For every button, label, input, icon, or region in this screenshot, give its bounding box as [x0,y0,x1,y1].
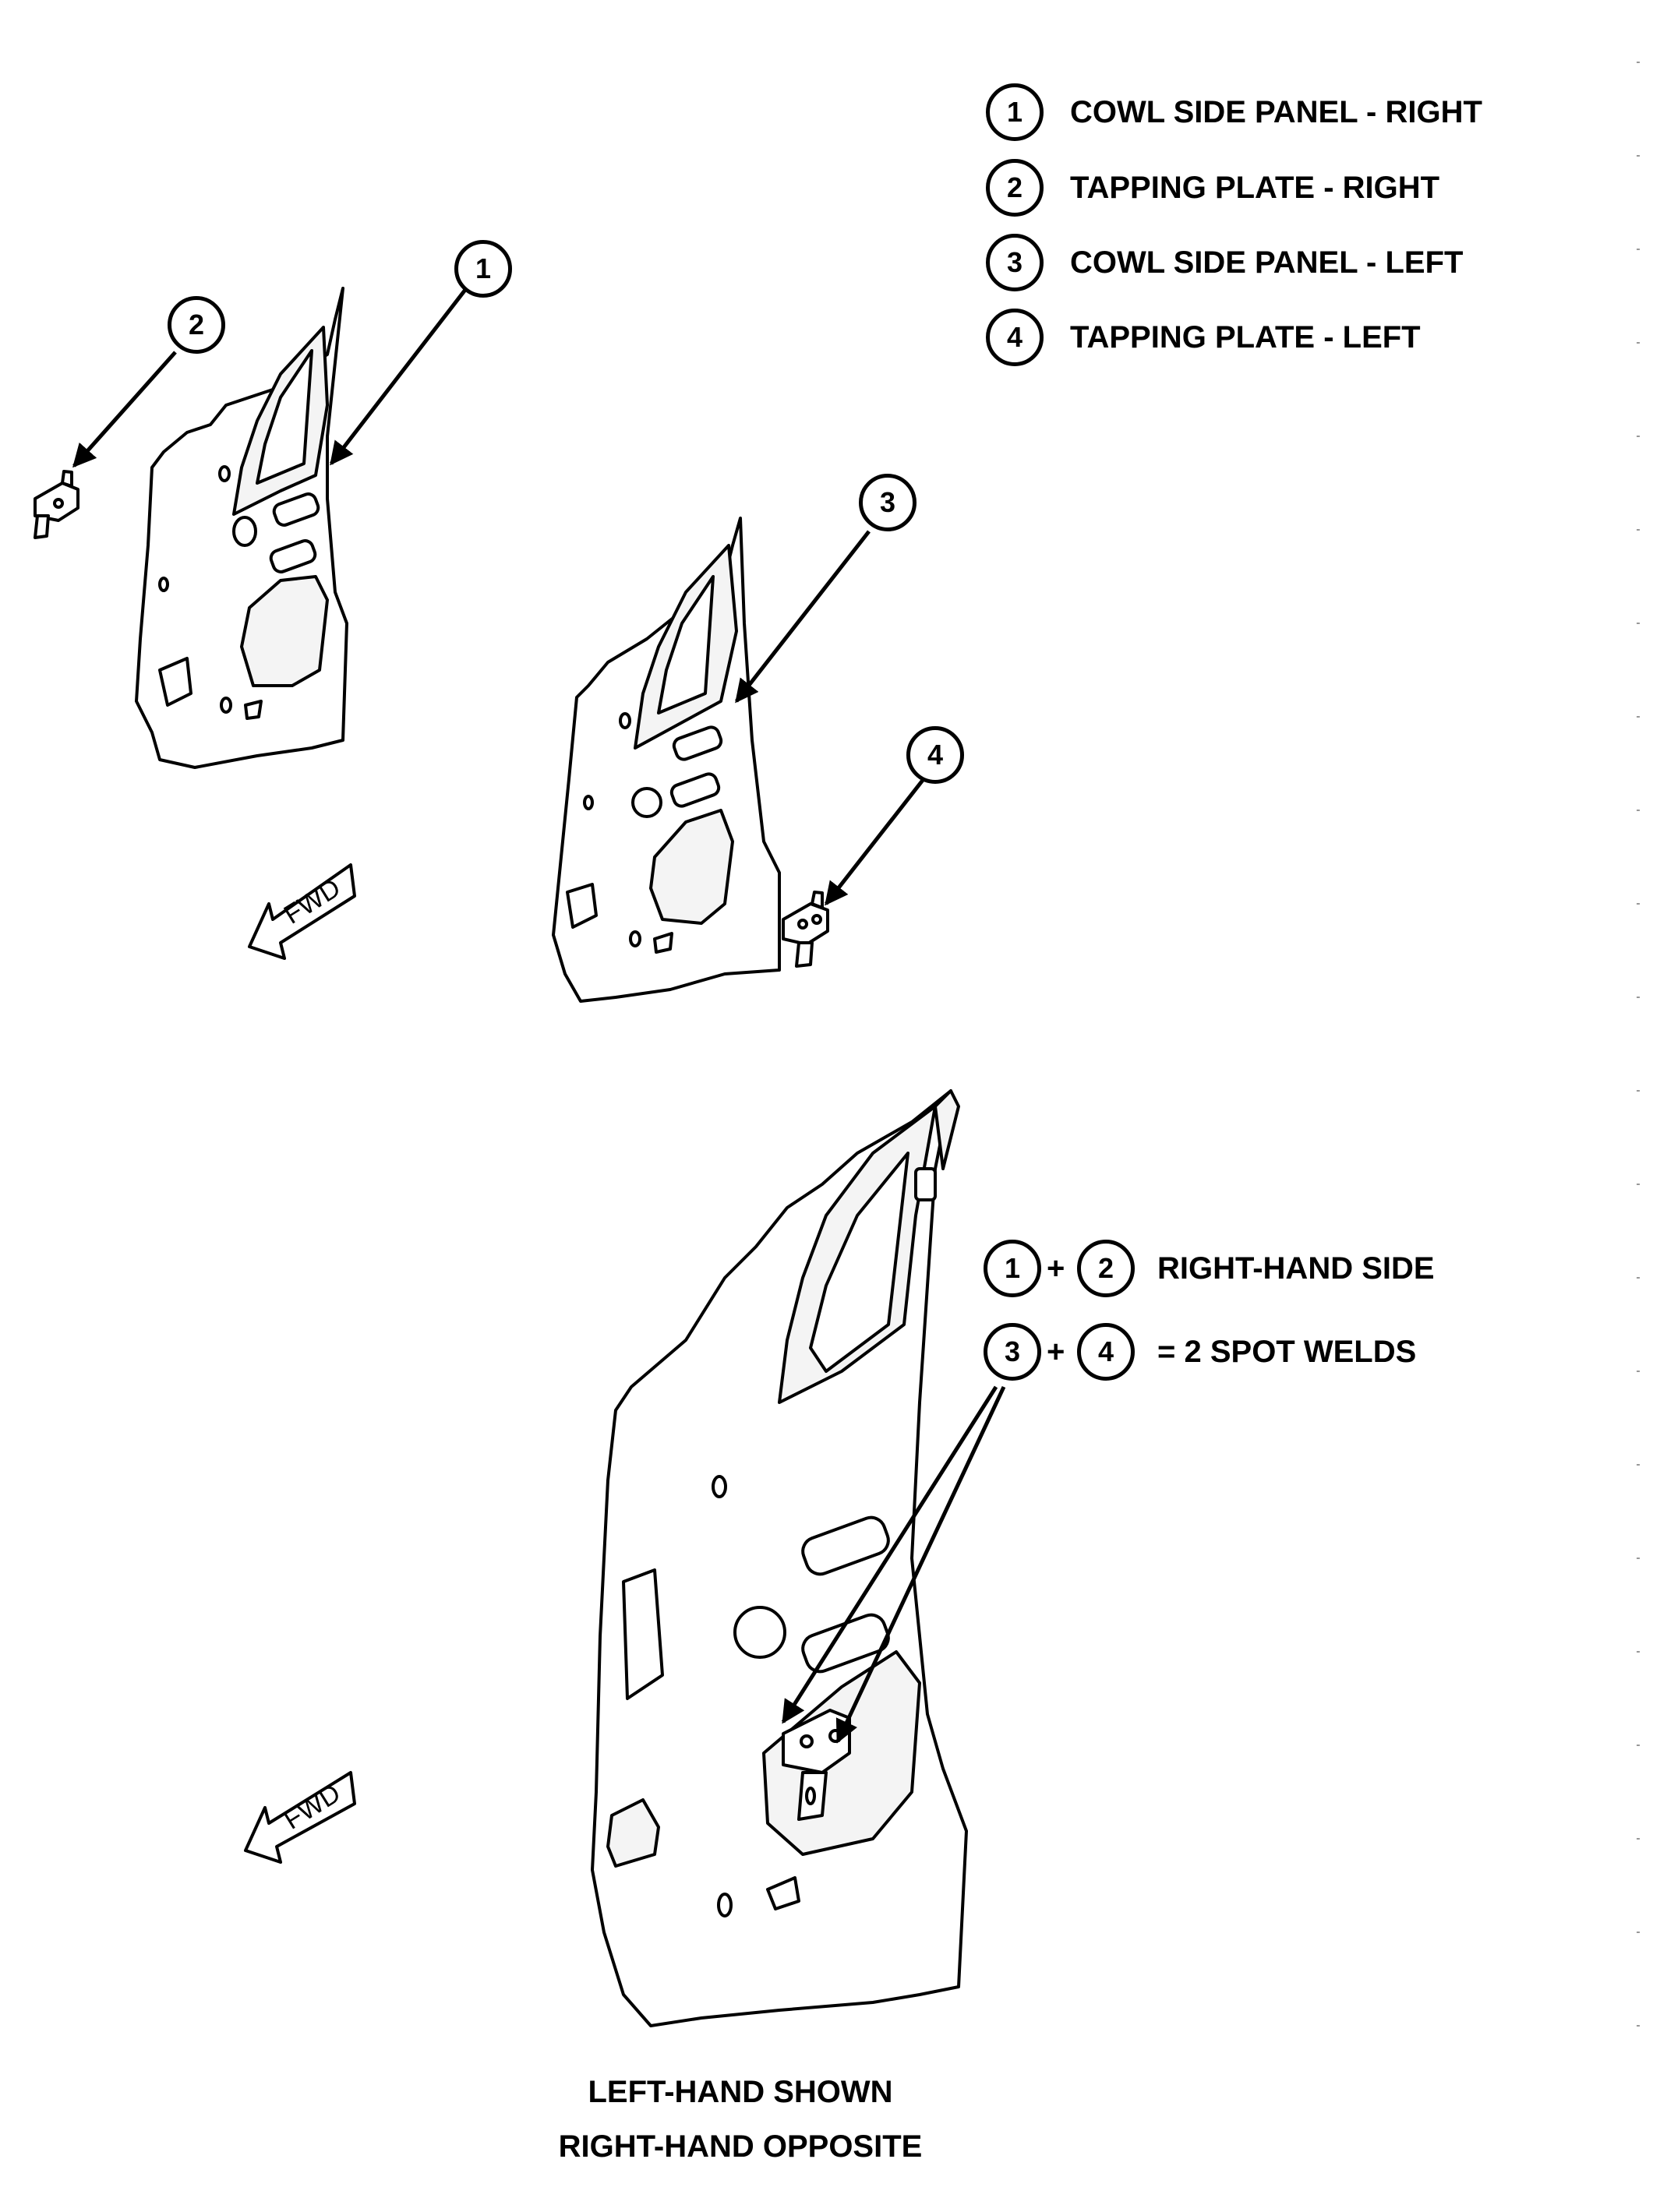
weld-row1-plus: + [1047,1251,1065,1286]
tapping-plate-right-part [34,470,79,539]
weld-row1-num-b: 2 [1077,1240,1135,1297]
callout-3: 3 [859,474,917,531]
caption-line-1: LEFT-HAND SHOWN [588,2075,893,2109]
legend-num-4: 4 [986,309,1044,366]
callout-1: 1 [454,240,512,298]
margin-ticks [1637,62,1640,2027]
cowl-side-panel-right [135,287,348,769]
weld-row2-num-a: 3 [984,1323,1041,1381]
assembled-cowl-side-panel [591,1089,968,2027]
legend-text-1: COWL SIDE PANEL - RIGHT [1070,95,1482,129]
weld-row2-text: = 2 SPOT WELDS [1157,1335,1417,1369]
legend-num-1: 1 [986,83,1044,141]
fwd-arrow-bottom [244,1771,356,1864]
weld-row2-num-b: 4 [1077,1323,1135,1381]
leader-lines [72,285,1006,1744]
weld-row2-plus: + [1047,1335,1065,1369]
callout-4: 4 [906,726,964,784]
legend-text-4: TAPPING PLATE - LEFT [1070,320,1421,355]
callout-2: 2 [168,296,225,354]
cowl-side-panel-left [552,517,781,1003]
caption-line-2: RIGHT-HAND OPPOSITE [558,2129,923,2164]
fwd-arrow-top [248,863,356,960]
legend-text-2: TAPPING PLATE - RIGHT [1070,171,1440,205]
legend-text-3: COWL SIDE PANEL - LEFT [1070,245,1464,280]
weld-row1-text: RIGHT-HAND SIDE [1157,1251,1435,1286]
tapping-plate-left-part [782,891,829,968]
legend-num-3: 3 [986,234,1044,291]
legend-num-2: 2 [986,159,1044,217]
weld-row1-num-a: 1 [984,1240,1041,1297]
